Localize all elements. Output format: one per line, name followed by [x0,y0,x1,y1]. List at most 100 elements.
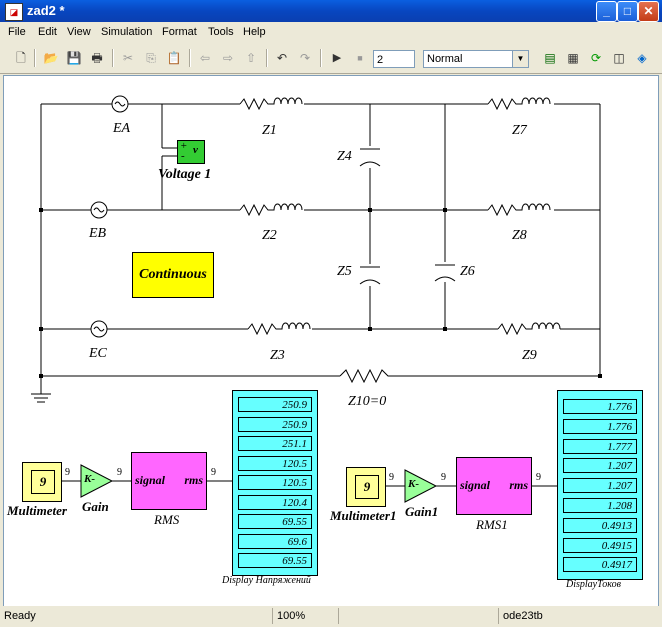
debug-icon[interactable]: ◈ [637,51,647,65]
voltage-minus-sign: - [181,150,185,162]
undo-icon[interactable]: ↶ [276,51,288,65]
toolbar-separator [34,49,36,67]
signal-width-label: 9 [65,467,70,478]
multimeter1-block[interactable]: 9 [346,467,386,507]
z2-label: Z2 [262,228,277,243]
back-icon[interactable]: ⇦ [199,51,211,65]
title-bar: ◪ zad2 * _ □ ✕ [0,0,662,22]
redo-icon[interactable]: ↷ [299,51,311,65]
gain-label: Gain [82,499,109,514]
menu-file[interactable]: File [8,26,26,38]
signal-width-label: 9 [117,467,122,478]
window-title: zad2 * [27,3,65,18]
z8-label: Z8 [512,228,527,243]
open-icon[interactable]: 📂 [43,51,59,65]
display-value-row: 1.776 [563,399,637,414]
display-value-row: 1.776 [563,418,637,434]
chevron-down-icon[interactable]: ▼ [512,51,528,67]
z7-label: Z7 [512,123,527,138]
menu-bar: File Edit View Simulation Format Tools H… [0,22,662,42]
voltage-display-label: Display Напряжений [222,575,311,586]
z6-label: Z6 [460,264,475,279]
display-value-row: 250.9 [238,416,312,432]
gain1-text: K- [408,478,419,490]
rms-input-label: signal [135,473,166,487]
menu-simulation[interactable]: Simulation [101,26,153,38]
signal-width-label: 9 [389,472,394,483]
simulation-mode-select[interactable]: Normal ▼ [423,50,529,68]
current-display-label: DisplayТоков [566,579,621,590]
source-ec-label: EC [89,346,107,361]
model-explorer-icon[interactable]: ◫ [613,51,625,65]
z3-label: Z3 [270,348,285,363]
solver-name: ode23tb [498,608,661,624]
status-text: Ready [4,610,36,622]
display-value-row: 251.1 [238,436,312,451]
display-value-row: 0.4917 [563,557,637,573]
menu-help[interactable]: Help [243,26,266,38]
cut-icon[interactable]: ✂ [122,51,134,65]
display-value-row: 69.6 [238,533,312,549]
minimize-button[interactable]: _ [596,1,617,22]
simulink-model-icon: ◪ [5,3,23,21]
menu-tools[interactable]: Tools [208,26,234,38]
rms-label: RMS [154,512,180,527]
display-value-row: 120.5 [238,455,312,471]
display-value-row: 120.5 [238,475,312,490]
source-ea-label: EA [113,121,131,136]
update-diagram-icon[interactable]: ▦ [567,51,579,65]
voltage-measurement-block[interactable]: + - v [177,140,205,164]
copy-icon[interactable]: ⎘ [146,51,156,65]
voltage-plus-sign: + [180,140,188,152]
simulation-mode-value: Normal [427,53,463,65]
toolbar-separator [320,49,322,67]
menu-edit[interactable]: Edit [38,26,57,38]
powergui-continuous-block[interactable]: Continuous [132,252,214,298]
display-value-row: 120.4 [238,494,312,510]
model-canvas[interactable]: EA EB EC Z1 Z2 Z3 Z4 Z5 Z6 Z7 Z8 Z9 Z10=… [3,75,659,607]
z4-label: Z4 [337,149,352,164]
maximize-button[interactable]: □ [617,1,638,22]
paste-icon[interactable]: 📋 [166,51,182,65]
multimeter-label: Multimeter [7,503,67,518]
print-icon[interactable]: 🖶 [91,51,103,65]
display-value-row: 250.9 [238,397,312,412]
multimeter1-label: Multimeter1 [330,508,397,523]
new-model-icon[interactable]: 🗋 [16,51,26,65]
source-eb-label: EB [89,226,107,241]
z10-label: Z10=0 [348,394,387,409]
close-button[interactable]: ✕ [638,1,659,22]
toolbar: 🗋 📂 💾 🖶 ✂ ⎘ 📋 ⇦ ⇨ ⇧ ↶ ↷ ▶ ■ ▤ ▦ ⟳ ◫ ◈ [0,43,662,74]
display-value-row: 1.207 [563,458,637,474]
rms1-block[interactable]: signal rms [456,457,532,515]
start-simulation-icon[interactable]: ▶ [332,52,342,64]
stop-simulation-icon[interactable]: ■ [357,53,363,63]
stop-time-input[interactable]: 2 [373,50,415,68]
library-browser-icon[interactable]: ▤ [544,51,556,65]
z9-label: Z9 [522,348,537,363]
multimeter-value: 9 [31,470,55,494]
signal-width-label: 9 [536,472,541,483]
voltage-display-block[interactable]: 250.9 250.9 251.1 120.5 120.5 120.4 69.55 69.6 6… [232,390,318,576]
z5-label: Z5 [337,264,352,279]
gain1-label: Gain1 [405,504,439,519]
menu-format[interactable]: Format [162,26,197,38]
voltage-v-sign: v [193,144,198,156]
z1-label: Z1 [262,123,277,138]
display-value-row: 0.4913 [563,517,637,533]
multimeter-block[interactable]: 9 [22,462,62,502]
rms-block[interactable]: signal rms [131,452,207,510]
forward-icon[interactable]: ⇨ [222,51,234,65]
display-value-row: 69.55 [238,553,312,568]
up-icon[interactable]: ⇧ [245,51,257,65]
signal-width-label: 9 [211,467,216,478]
save-icon[interactable]: 💾 [66,51,82,65]
rms1-label: RMS1 [476,517,508,532]
toolbar-separator [266,49,268,67]
build-icon[interactable]: ⟳ [590,51,602,65]
menu-view[interactable]: View [67,26,91,38]
gain-text: K- [84,473,95,485]
rms1-output-label: rms [509,478,528,492]
display-value-row: 69.55 [238,514,312,529]
